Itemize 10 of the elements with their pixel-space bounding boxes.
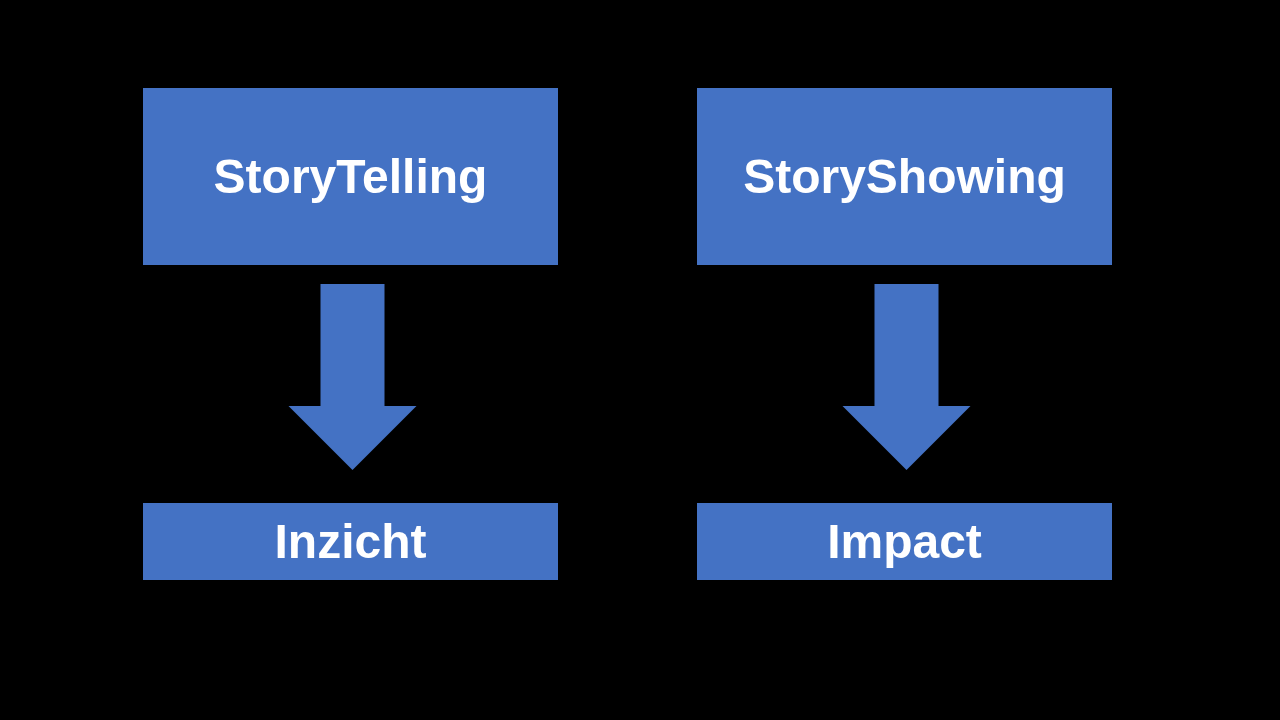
box-label: Inzicht <box>274 517 427 566</box>
box-label: Impact <box>827 517 982 566</box>
process-box <box>143 503 558 580</box>
box-label: StoryTelling <box>213 152 488 201</box>
process-box <box>697 88 1112 265</box>
block-arrow <box>842 284 971 470</box>
process-box <box>697 503 1112 580</box>
box-label: StoryShowing <box>743 152 1066 201</box>
block-arrow <box>288 284 417 470</box>
process-box <box>143 88 558 265</box>
